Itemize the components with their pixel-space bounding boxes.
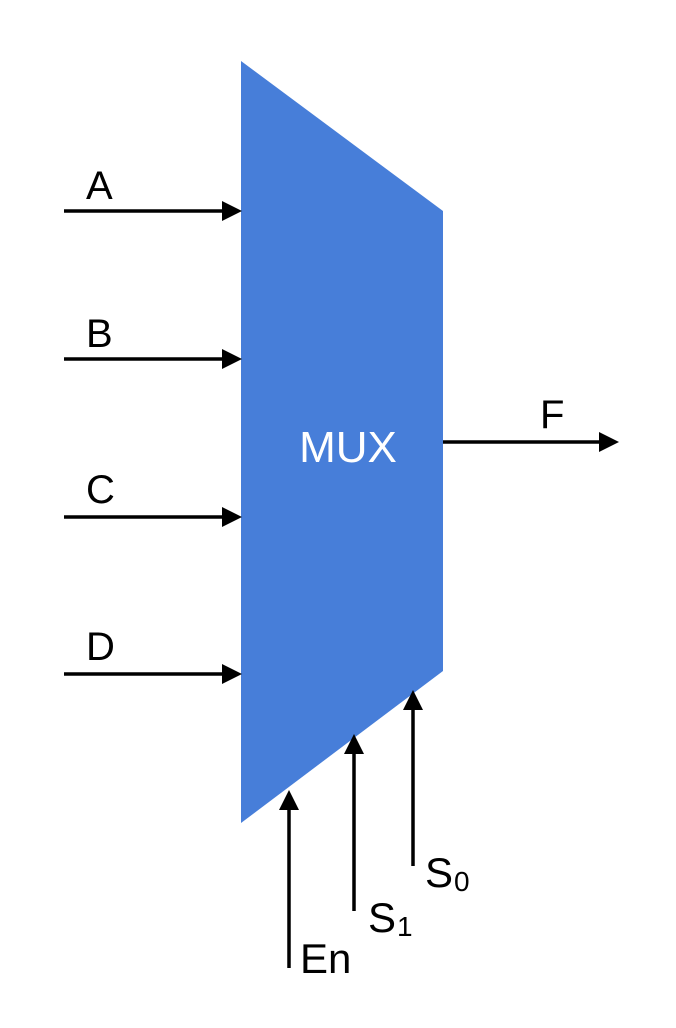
input-d-label: D [86, 625, 115, 669]
enable-label: En [300, 935, 351, 982]
input-a: A [64, 164, 242, 221]
input-c: C [64, 468, 242, 527]
input-d-arrowhead [222, 664, 242, 684]
select-s0-letter: S [425, 849, 453, 896]
input-c-label: C [86, 468, 115, 512]
input-b-arrowhead [222, 349, 242, 369]
enable-en: En [279, 790, 351, 982]
output-f-label: F [540, 393, 564, 437]
select-s1-label: S1 [368, 894, 413, 942]
output-f: F [443, 393, 619, 452]
select-s0: S0 [403, 690, 470, 897]
select-s1-subscript: 1 [397, 911, 413, 942]
select-s0-label: S0 [425, 849, 470, 897]
input-b-label: B [86, 312, 113, 356]
select-s1: S1 [344, 734, 413, 942]
output-f-arrowhead [599, 432, 619, 452]
input-b: B [64, 312, 242, 369]
select-s0-subscript: 0 [454, 866, 470, 897]
input-a-label: A [86, 164, 113, 208]
enable-arrowhead [279, 790, 299, 810]
input-c-arrowhead [222, 507, 242, 527]
select-s1-arrowhead [344, 734, 364, 754]
mux-label: MUX [299, 423, 397, 472]
select-s1-letter: S [368, 894, 396, 941]
input-a-arrowhead [222, 201, 242, 221]
input-d: D [64, 625, 242, 684]
mux-block [241, 61, 443, 823]
select-s0-arrowhead [403, 690, 423, 710]
